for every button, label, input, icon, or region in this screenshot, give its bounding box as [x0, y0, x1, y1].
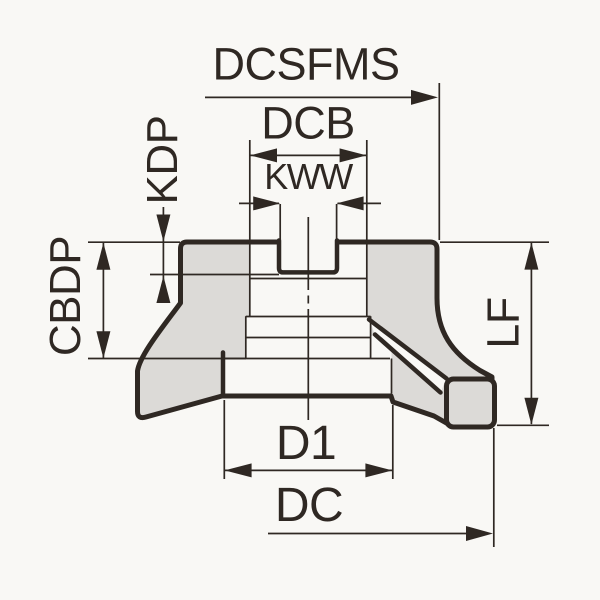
dim-label-kww: KWW [264, 156, 353, 197]
cbdp-arrow-top [96, 242, 111, 270]
dim-label-lf: LF [477, 297, 529, 349]
dim-label-dc: DC [274, 479, 344, 532]
dimension-arrowheads [96, 89, 539, 541]
dcb-arrow-right [339, 148, 367, 163]
dim-label-dcb: DCB [261, 97, 355, 149]
pocket-lower-edge [372, 332, 443, 395]
dim-label-d1: D1 [275, 417, 337, 470]
kww-arrow-left [253, 196, 281, 211]
pocket-upper-edge [366, 317, 449, 381]
d1-arrow-right [365, 463, 393, 478]
dim-label-cbdp: CBDP [41, 235, 90, 357]
dcsfms-arrow [411, 89, 438, 105]
cutting-insert [444, 376, 497, 430]
kww-arrow-right [336, 196, 364, 211]
extension-lines [88, 83, 549, 547]
lf-arrow-bottom [524, 397, 539, 425]
insert-pocket-gap-void [370, 320, 446, 392]
dc-arrow [466, 526, 493, 541]
dim-label-kdp: KDP [138, 115, 187, 205]
d1-arrow-left [224, 463, 252, 478]
cbdp-arrow-bottom [96, 331, 111, 359]
lf-arrow-top [524, 242, 539, 270]
kdp-arrow-bottom [156, 276, 171, 303]
dcb-arrow-left [250, 148, 277, 163]
under-pocket-void [366, 335, 392, 394]
kdp-arrow-top [156, 214, 171, 242]
dim-label-dcsfms: DCSFMS [212, 38, 401, 90]
